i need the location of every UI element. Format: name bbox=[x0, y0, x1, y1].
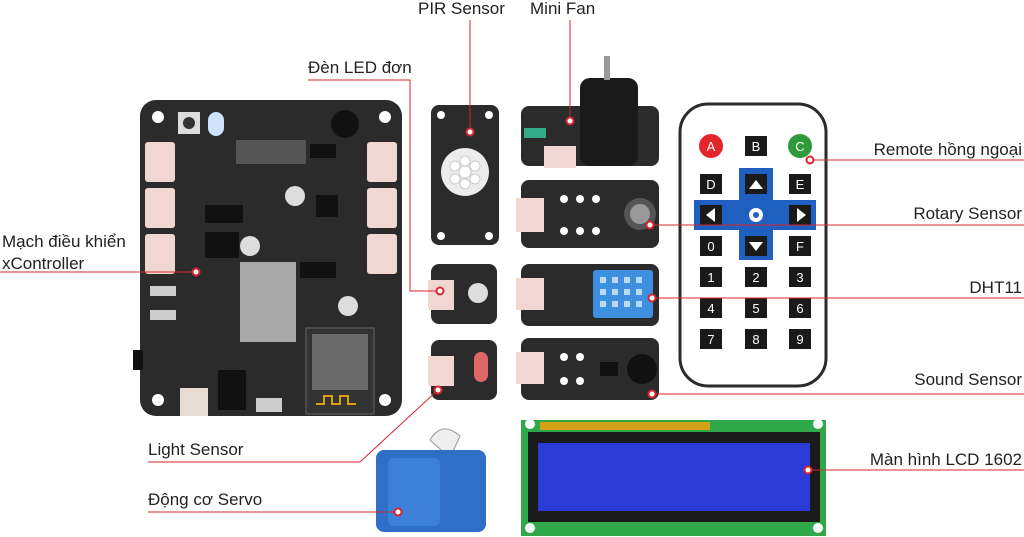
label-rotary-sensor: Rotary Sensor bbox=[913, 204, 1022, 223]
light-sensor bbox=[428, 340, 497, 400]
label-controller-line2: xController bbox=[2, 254, 85, 273]
remote-key-9: 9 bbox=[796, 332, 803, 347]
label-single-led: Đèn LED đơn bbox=[308, 58, 412, 77]
remote-key-a: A bbox=[707, 139, 716, 154]
single-led-module bbox=[428, 264, 497, 324]
label-servo-motor: Động cơ Servo bbox=[148, 490, 263, 509]
label-mini-fan: Mini Fan bbox=[530, 0, 596, 18]
rotary-sensor bbox=[516, 180, 659, 248]
remote-key-6: 6 bbox=[796, 301, 803, 316]
sound-sensor bbox=[516, 338, 659, 400]
remote-key-f: F bbox=[796, 239, 804, 254]
dht11-sensor bbox=[516, 264, 659, 326]
label-controller-line1: Mạch điều khiển bbox=[2, 232, 126, 251]
pir-sensor bbox=[431, 105, 499, 245]
remote-key-d: D bbox=[706, 177, 715, 192]
servo-motor bbox=[376, 428, 486, 532]
remote-key-8: 8 bbox=[752, 332, 759, 347]
label-light-sensor: Light Sensor bbox=[148, 440, 244, 459]
remote-key-0: 0 bbox=[707, 239, 714, 254]
remote-key-e: E bbox=[796, 177, 805, 192]
label-lcd-1602: Màn hình LCD 1602 bbox=[869, 450, 1022, 469]
mini-fan bbox=[521, 56, 659, 168]
remote-key-1: 1 bbox=[707, 270, 714, 285]
label-ir-remote: Remote hồng ngoại bbox=[873, 140, 1022, 159]
remote-key-3: 3 bbox=[796, 270, 803, 285]
remote-key-c: C bbox=[795, 139, 804, 154]
callout-dots bbox=[191, 116, 815, 517]
lcd-1602 bbox=[521, 419, 826, 536]
remote-key-2: 2 bbox=[752, 270, 759, 285]
label-dht11: DHT11 bbox=[969, 278, 1022, 297]
callout-lines bbox=[0, 20, 1024, 513]
ir-remote bbox=[678, 102, 828, 388]
remote-key-5: 5 bbox=[752, 301, 759, 316]
label-pir-sensor: PIR Sensor bbox=[418, 0, 505, 18]
remote-key-4: 4 bbox=[707, 301, 714, 316]
xcontroller-board bbox=[133, 100, 402, 416]
remote-key-labels: A B C D E 0 F 1 2 3 4 5 6 7 8 9 bbox=[706, 139, 804, 347]
label-sound-sensor: Sound Sensor bbox=[914, 370, 1022, 389]
remote-key-7: 7 bbox=[707, 332, 714, 347]
remote-key-b: B bbox=[752, 139, 761, 154]
